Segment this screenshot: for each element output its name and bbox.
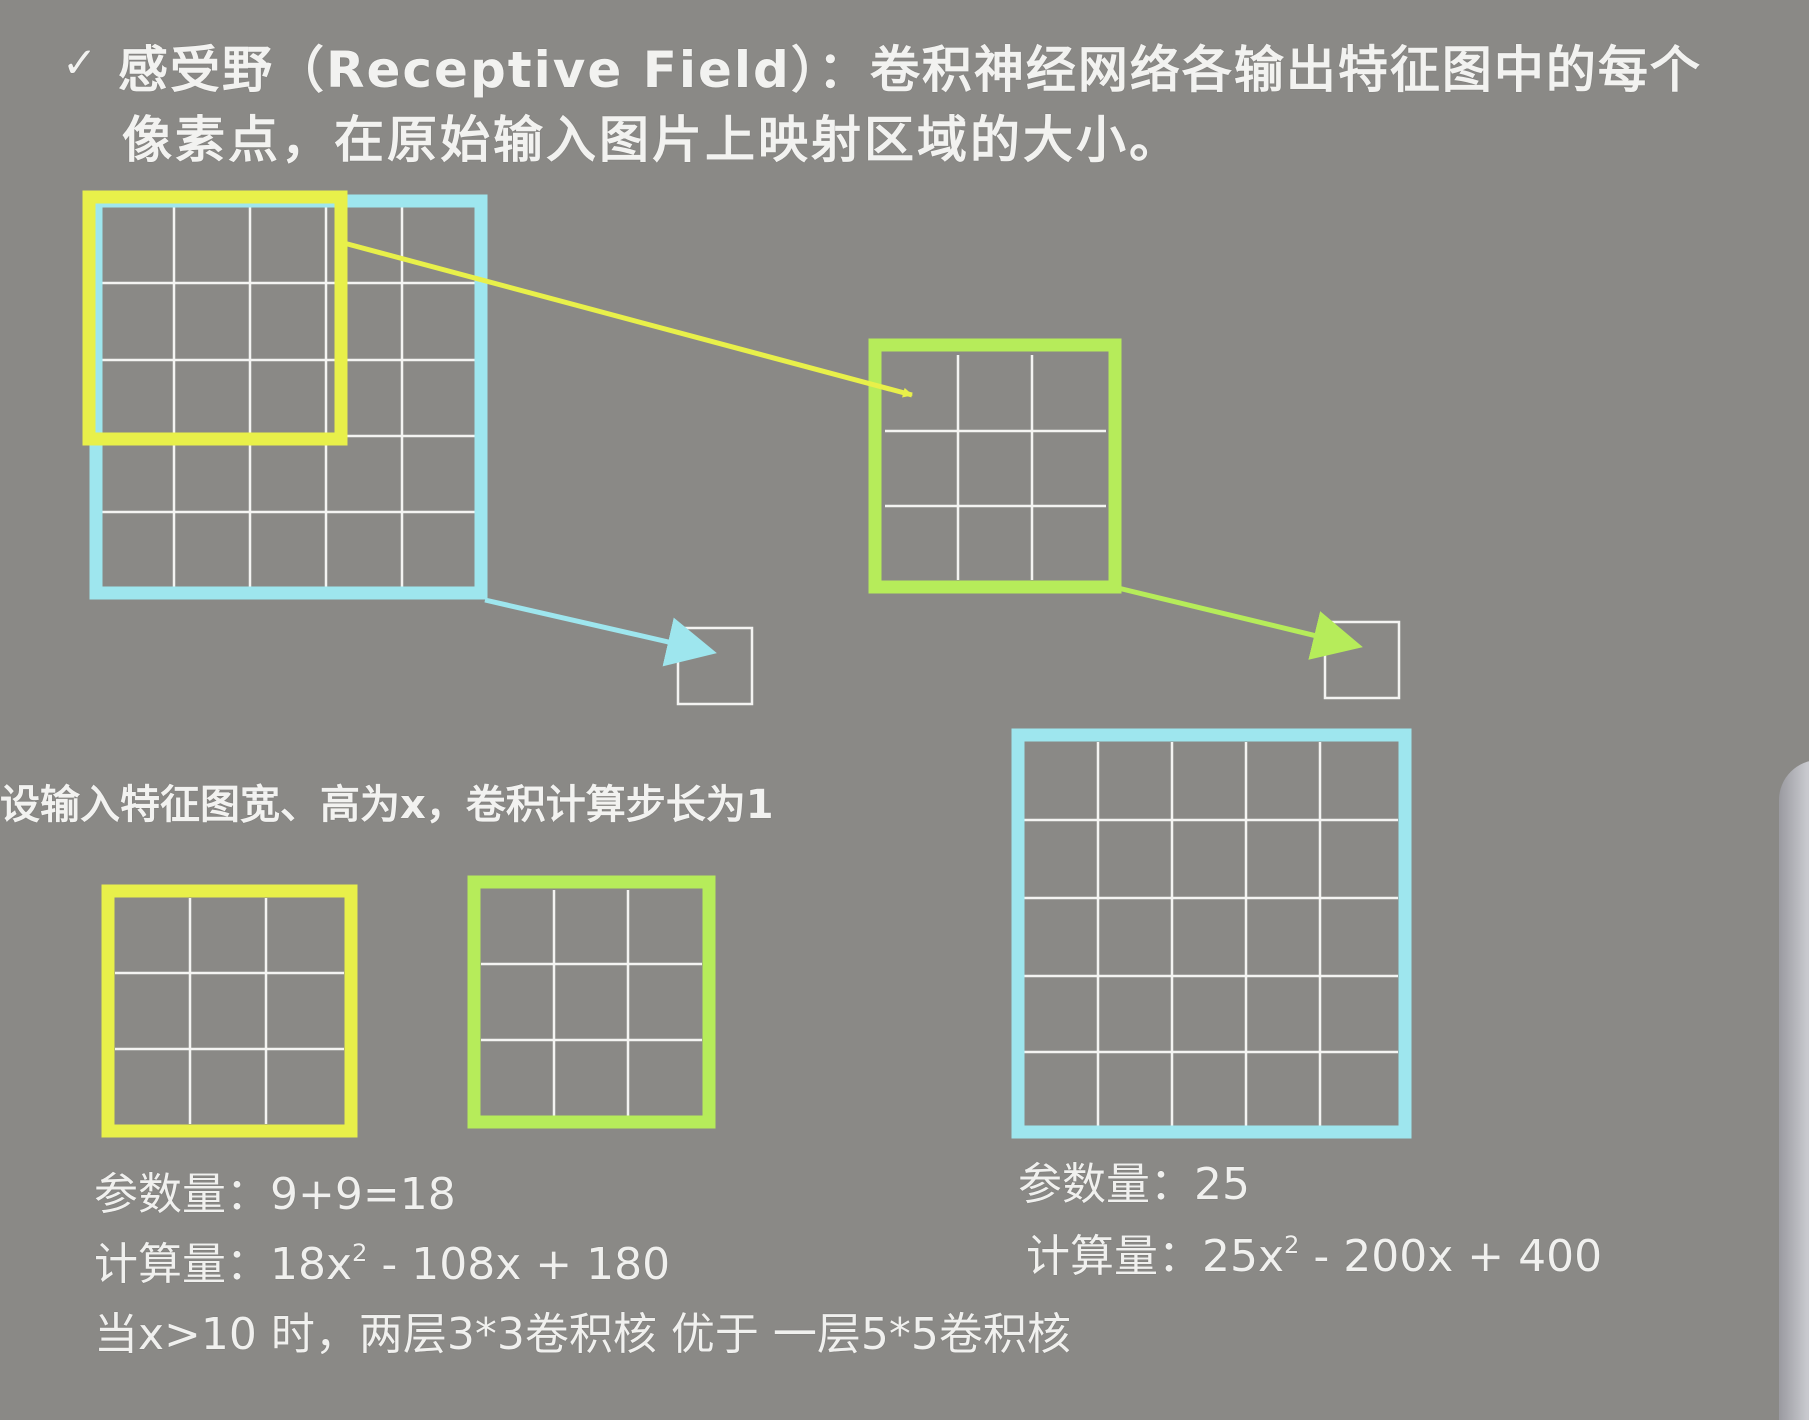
- left-params-value: 9+9=18: [270, 1169, 456, 1220]
- left-params-label: 参数量：: [94, 1169, 270, 1220]
- input-5x5-grid: [82, 190, 488, 600]
- yellow-arrow: [339, 239, 913, 398]
- green-arrow: [1117, 585, 1363, 660]
- right-compute-pre: 25x: [1202, 1231, 1285, 1282]
- left-compute-exp: 2: [352, 1238, 368, 1267]
- output-cell-left: [676, 626, 754, 706]
- right-compute-post: - 200x + 400: [1299, 1231, 1603, 1282]
- title-line-1: 感受野（Receptive Field）：卷积神经网络各输出特征图中的每个: [118, 41, 1702, 99]
- right-compute-label: 计算量：: [1026, 1231, 1202, 1282]
- left-compute-label: 计算量：: [94, 1239, 270, 1290]
- bottom-yellow-3x3-kernel: [101, 884, 358, 1138]
- middle-grid-green-border: [868, 338, 1122, 594]
- left-params: 参数量：9+9=18: [94, 1158, 456, 1222]
- left-compute-post: - 108x + 180: [367, 1239, 671, 1290]
- presenter-silhouette: [1779, 760, 1809, 1420]
- premise-text: 设输入特征图宽、高为x，卷积计算步长为1: [0, 782, 774, 828]
- title-line-2: 像素点，在原始输入图片上映射区域的大小。: [122, 111, 1182, 169]
- output-cell-right: [1323, 620, 1401, 700]
- bottom-cyan-5x5-kernel: [1011, 728, 1412, 1139]
- cyan-arrow: [484, 597, 717, 667]
- receptive-field-diagram: [82, 190, 1412, 1139]
- right-params-label: 参数量：: [1018, 1159, 1194, 1210]
- right-compute: 计算量：25x2 - 200x + 400: [1026, 1220, 1602, 1284]
- conclusion-text: 当x>10 时，两层3*3卷积核 优于 一层5*5卷积核: [94, 1309, 1071, 1360]
- left-compute: 计算量：18x2 - 108x + 180: [94, 1228, 670, 1292]
- middle-3x3-grid: [868, 338, 1122, 594]
- check-icon: ✓: [62, 38, 98, 87]
- input-grid-cyan-border: [89, 194, 488, 600]
- bottom-green-3x3-kernel: [467, 875, 716, 1129]
- receptive-window-yellow-border: [82, 190, 348, 446]
- right-params: 参数量：25: [1018, 1148, 1250, 1212]
- left-compute-pre: 18x: [270, 1239, 353, 1290]
- right-params-value: 25: [1194, 1159, 1250, 1210]
- slide: ✓ 感受野（Receptive Field）：卷积神经网络各输出特征图中的每个 …: [0, 38, 1809, 1420]
- right-compute-exp: 2: [1284, 1230, 1300, 1259]
